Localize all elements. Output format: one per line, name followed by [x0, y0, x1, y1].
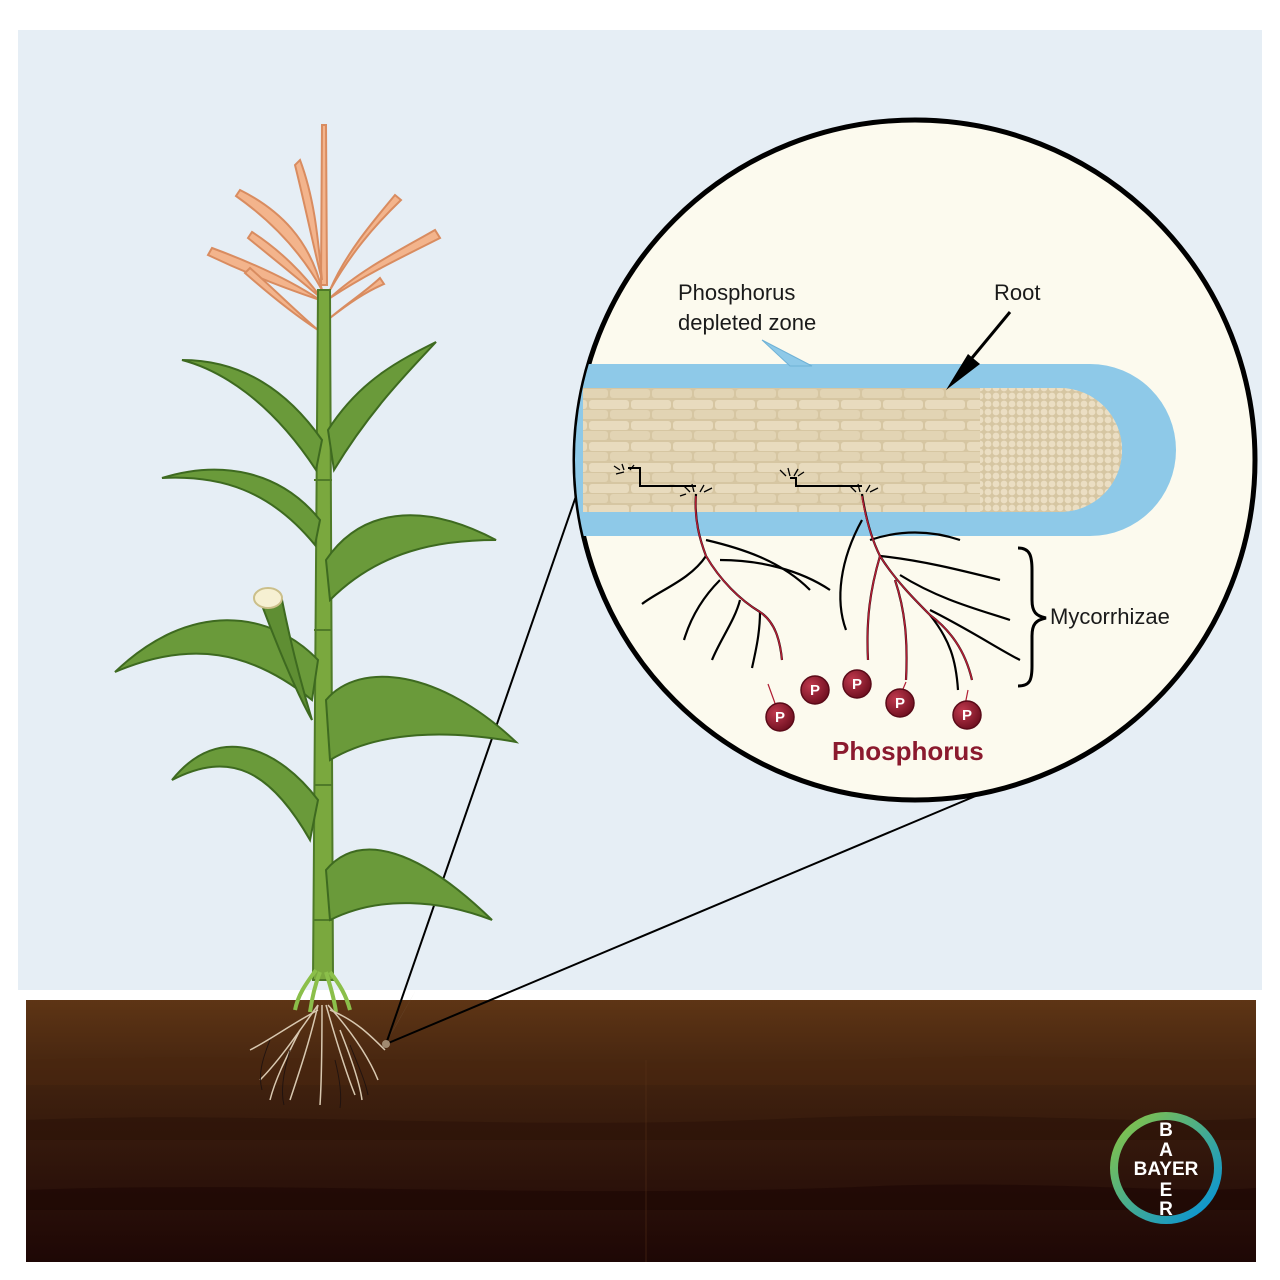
depleted-zone-pointer — [761, 339, 813, 367]
svg-text:P: P — [810, 682, 820, 699]
inset-magnified-root: P P P P P Phosphorus depleted zone Root … — [572, 117, 1258, 803]
mycorrhizae-label: Mycorrhizae — [1050, 604, 1170, 629]
corn-ear — [253, 587, 313, 721]
soil — [26, 1000, 1256, 1262]
svg-text:P: P — [852, 676, 862, 693]
depleted-zone-label: Phosphorus — [678, 280, 795, 305]
phosphorus-molecule: P — [885, 688, 915, 718]
phosphorus-molecule: P — [842, 669, 872, 699]
root-label: Root — [994, 280, 1040, 305]
svg-text:P: P — [775, 709, 785, 726]
leaves — [114, 341, 520, 922]
mycorrhizae-bracket — [1017, 546, 1047, 688]
svg-text:P: P — [895, 695, 905, 712]
zoom-lines — [382, 449, 979, 1048]
phosphorus-molecules: P P P P P — [765, 669, 982, 732]
logo-text-horizontal: BAYER — [1134, 1159, 1199, 1180]
logo-letter-e: E — [1160, 1180, 1173, 1201]
phosphorus-molecule: P — [765, 702, 795, 732]
corn-plant — [114, 124, 520, 1109]
logo-letter-a: A — [1159, 1140, 1173, 1161]
phosphorus-molecule: P — [952, 700, 982, 730]
root-tip — [980, 388, 1122, 512]
svg-text:P: P — [962, 707, 972, 724]
logo-letter-b: B — [1159, 1120, 1173, 1141]
phosphorus-label: Phosphorus — [832, 736, 984, 766]
root-system — [249, 1004, 386, 1106]
depleted-zone-label-line2: depleted zone — [678, 310, 816, 335]
bayer-logo: BAYER B A E R — [1110, 1112, 1222, 1224]
logo-letter-r: R — [1159, 1199, 1173, 1220]
root-arrow — [946, 311, 1012, 390]
phosphorus-molecule: P — [800, 675, 830, 705]
